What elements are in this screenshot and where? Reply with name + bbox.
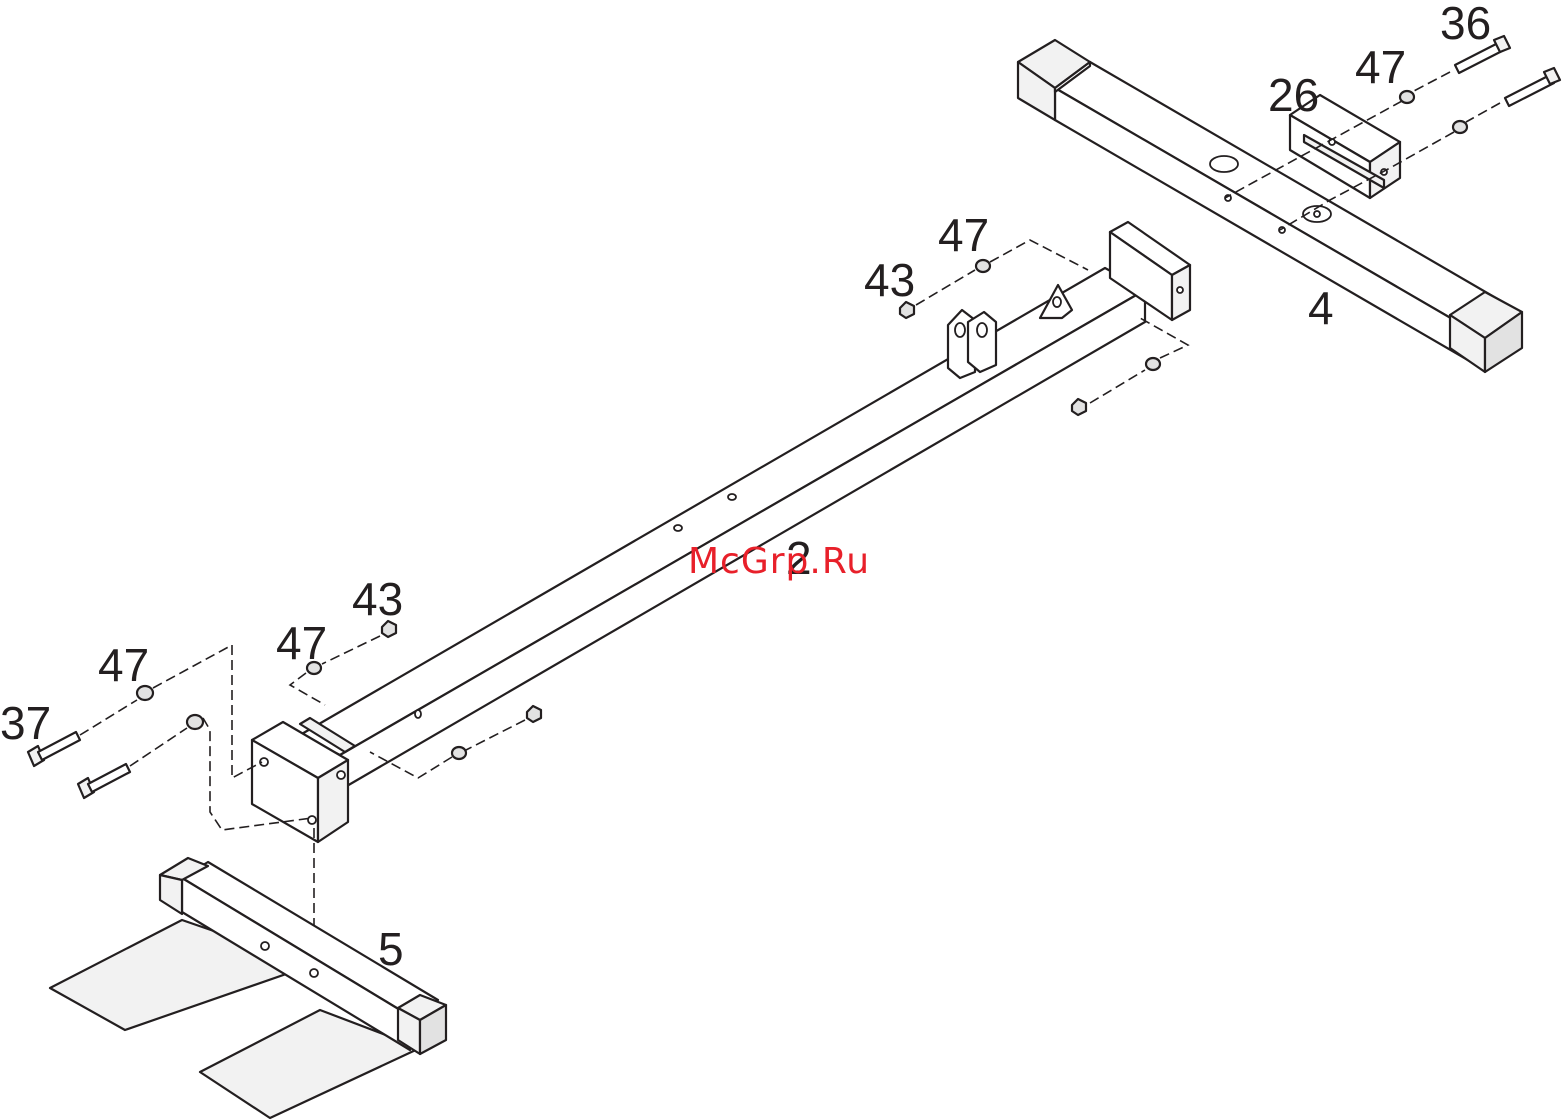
label-part-47-mid: 47 <box>938 212 989 258</box>
label-part-47-top: 47 <box>1355 44 1406 90</box>
front-bracket <box>252 718 355 842</box>
label-part-26: 26 <box>1268 72 1319 118</box>
washer-47-right-low <box>452 747 466 759</box>
label-part-47-left: 47 <box>98 642 149 688</box>
bolt-36-lower <box>1505 68 1560 106</box>
washer-47-mid <box>976 260 990 272</box>
label-part-5: 5 <box>378 926 404 972</box>
label-part-4: 4 <box>1308 285 1334 331</box>
label-part-37: 37 <box>0 700 51 746</box>
watermark-text: McGrp.Ru <box>688 544 870 580</box>
nut-43-under <box>1072 399 1086 415</box>
label-part-43-mid: 43 <box>864 257 915 303</box>
front-base-part-5 <box>50 858 446 1118</box>
washer-47-under <box>1146 358 1160 370</box>
washer-47-top-b <box>1453 121 1467 133</box>
bolt-37-lower <box>78 764 130 798</box>
label-part-36: 36 <box>1440 0 1491 46</box>
label-part-43-low: 43 <box>352 576 403 622</box>
nut-43-right-low <box>527 706 541 722</box>
label-part-47-low: 47 <box>276 620 327 666</box>
main-beam-part-2 <box>300 222 1190 790</box>
washer-47-left-b <box>187 715 203 729</box>
